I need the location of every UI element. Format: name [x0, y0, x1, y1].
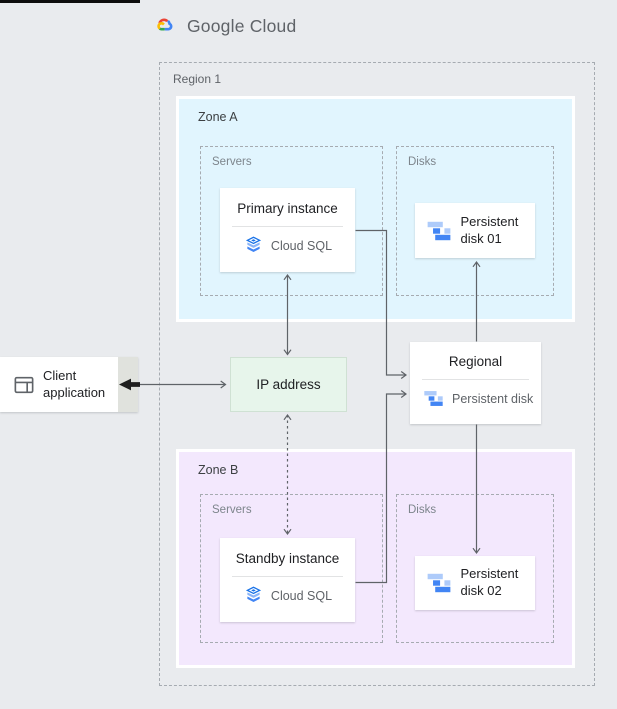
primary-product-label: Cloud SQL — [270, 238, 333, 253]
zone-b-label: Zone B — [198, 463, 239, 477]
zone-a-servers-label: Servers — [212, 156, 252, 168]
persistent-disk-01-title: Persistent disk 01 — [460, 213, 519, 246]
client-application-label: Client application — [43, 367, 106, 400]
card-divider — [232, 576, 343, 577]
standby-product-label: Cloud SQL — [270, 588, 333, 603]
regional-title: Regional — [448, 354, 503, 369]
persistent-disk-icon — [427, 221, 450, 240]
cloud-sql-icon — [245, 586, 262, 602]
client-card-gray-edge — [118, 357, 138, 412]
client-application-card: Client application — [0, 357, 138, 412]
standby-instance-card: Standby instance Cloud SQL — [220, 538, 355, 622]
persistent-disk-01-card: Persistent disk 01 — [415, 203, 535, 258]
zone-a-disks-group: Disks — [396, 146, 554, 296]
app-window-icon — [14, 376, 34, 393]
google-cloud-logo-icon — [157, 18, 173, 31]
persistent-disk-icon — [424, 391, 443, 406]
google-cloud-logo: Google Cloud — [154, 14, 296, 39]
zone-b-disks-label: Disks — [408, 504, 437, 516]
card-divider — [232, 226, 343, 227]
ip-address-box: IP address — [230, 357, 347, 412]
top-black-bar — [0, 0, 140, 3]
primary-instance-card: Primary instance Cloud SQL — [220, 188, 355, 272]
regional-persistent-disk-card: Regional Persistent disk — [410, 342, 541, 424]
region-1-boundary: Region 1 — [159, 62, 595, 686]
primary-instance-title: Primary instance — [237, 201, 338, 216]
brand-wordmark: Google Cloud — [187, 16, 297, 36]
standby-instance-title: Standby instance — [235, 551, 340, 566]
zone-b-servers-label: Servers — [212, 504, 252, 516]
zone-a-disks-label: Disks — [408, 156, 437, 168]
cloud-sql-icon — [245, 236, 262, 252]
persistent-disk-02-card: Persistent disk 02 — [415, 556, 535, 610]
persistent-disk-02-title: Persistent disk 02 — [460, 566, 519, 598]
regional-product-label: Persistent disk — [452, 391, 534, 406]
ip-address-label: IP address — [256, 377, 321, 392]
card-divider — [422, 379, 529, 380]
zone-a-servers-group: Servers — [200, 146, 383, 296]
region-label: Region 1 — [173, 72, 222, 86]
zone-a-label: Zone A — [198, 110, 238, 124]
persistent-disk-icon — [427, 573, 450, 593]
